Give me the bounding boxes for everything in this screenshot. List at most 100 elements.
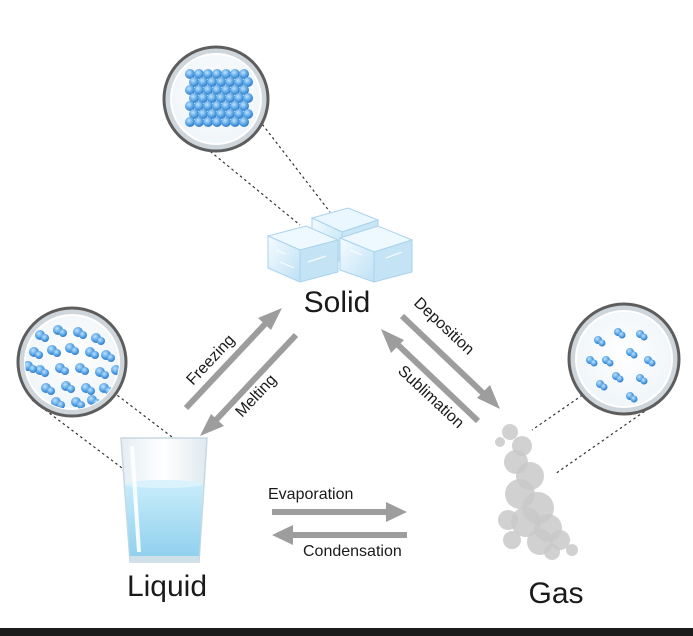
- molecule-particle: [640, 333, 648, 341]
- sublimation-arrow: [381, 329, 481, 424]
- molecule-particle: [101, 371, 109, 379]
- molecule-particle: [243, 93, 253, 103]
- molecule-particle: [198, 93, 208, 103]
- molecule-particle: [77, 401, 85, 409]
- molecule-particle: [630, 395, 638, 403]
- molecule-particle: [41, 334, 49, 342]
- molecule-particle: [590, 359, 598, 367]
- molecule-particle: [203, 85, 213, 95]
- molecule-particle: [207, 77, 217, 87]
- molecule-particle: [212, 101, 222, 111]
- smoke-puff: [511, 507, 541, 537]
- molecule-particle: [81, 367, 89, 375]
- molecule-particle: [203, 101, 213, 111]
- molecule-particle: [243, 77, 253, 87]
- gas-molecules-icon: [586, 328, 656, 403]
- footer-bar: [0, 628, 693, 636]
- molecule-particle: [59, 329, 67, 337]
- molecule-particle: [203, 117, 213, 127]
- solid-label: Solid: [304, 286, 371, 319]
- molecule-particle: [35, 351, 43, 359]
- molecule-particle: [230, 69, 240, 79]
- smoke-puff: [544, 544, 560, 560]
- deposition-arrow: [399, 313, 500, 409]
- smoke-puff: [566, 544, 578, 556]
- molecule-particle: [91, 351, 99, 359]
- molecule-particle: [212, 117, 222, 127]
- molecule-particle: [225, 93, 235, 103]
- molecule-particle: [221, 117, 231, 127]
- molecule-particle: [53, 349, 61, 357]
- transition-arrows: [183, 308, 500, 545]
- molecule-particle: [230, 85, 240, 95]
- molecule-particle: [198, 109, 208, 119]
- molecule-particle: [185, 85, 195, 95]
- molecule-particle: [648, 359, 656, 367]
- molecule-particle: [194, 101, 204, 111]
- molecule-particle: [97, 337, 105, 345]
- ice-cubes-icon: [266, 207, 414, 283]
- molecule-particle: [79, 331, 87, 339]
- glass-of-water-icon: [120, 437, 208, 563]
- molecule-particle: [216, 93, 226, 103]
- molecule-particle: [239, 69, 249, 79]
- evaporation-arrow: [272, 502, 407, 522]
- smoke-puff: [502, 424, 518, 440]
- molecule-particle: [61, 367, 69, 375]
- molecule-particle: [207, 93, 217, 103]
- molecule-particle: [243, 109, 253, 119]
- deposition-label: Deposition: [410, 294, 477, 358]
- molecule-particle: [239, 85, 249, 95]
- solid-molecule-magnifier: [162, 45, 270, 153]
- molecule-particle: [598, 339, 606, 347]
- molecule-particle: [239, 101, 249, 111]
- molecule-particle: [225, 109, 235, 119]
- liquid-molecule-magnifier: [16, 306, 128, 418]
- molecule-particle: [41, 369, 49, 377]
- molecule-particle: [185, 69, 195, 79]
- molecule-particle: [57, 401, 65, 409]
- molecule-particle: [630, 351, 638, 359]
- molecule-particle: [212, 69, 222, 79]
- molecule-particle: [234, 93, 244, 103]
- molecule-particle: [185, 117, 195, 127]
- smoke-puff: [503, 531, 521, 549]
- molecule-particle: [234, 77, 244, 87]
- liquid-label: Liquid: [127, 570, 207, 603]
- molecule-particle: [221, 101, 231, 111]
- molecule-particle: [230, 117, 240, 127]
- molecule-particle: [185, 101, 195, 111]
- gas-molecule-magnifier: [567, 302, 681, 416]
- smoke-puff: [495, 437, 505, 447]
- molecule-particle: [225, 77, 235, 87]
- gas-label: Gas: [528, 577, 583, 610]
- molecule-particle: [606, 359, 614, 367]
- melting-arrow: [200, 332, 299, 436]
- molecule-particle: [194, 69, 204, 79]
- molecule-particle: [189, 109, 199, 119]
- molecule-particle: [71, 347, 79, 355]
- molecule-particle: [203, 69, 213, 79]
- condensation-label: Condensation: [303, 543, 402, 560]
- molecule-particle: [239, 117, 249, 127]
- molecule-particle: [216, 77, 226, 87]
- molecule-particle: [640, 377, 648, 385]
- molecule-particle: [189, 93, 199, 103]
- smoke-cloud-icon: [495, 424, 578, 560]
- evaporation-label: Evaporation: [268, 486, 353, 503]
- molecule-particle: [67, 385, 75, 393]
- molecule-particle: [198, 77, 208, 87]
- molecule-particle: [616, 375, 624, 383]
- molecule-particle: [189, 77, 199, 87]
- molecule-particle: [216, 109, 226, 119]
- molecule-particle: [234, 109, 244, 119]
- molecule-particle: [221, 69, 231, 79]
- molecule-particle: [212, 85, 222, 95]
- molecule-particle: [194, 117, 204, 127]
- molecule-particle: [194, 85, 204, 95]
- molecule-particle: [29, 365, 37, 373]
- molecule-particle: [618, 331, 626, 339]
- condensation-arrow: [272, 525, 407, 545]
- molecule-particle: [87, 387, 95, 395]
